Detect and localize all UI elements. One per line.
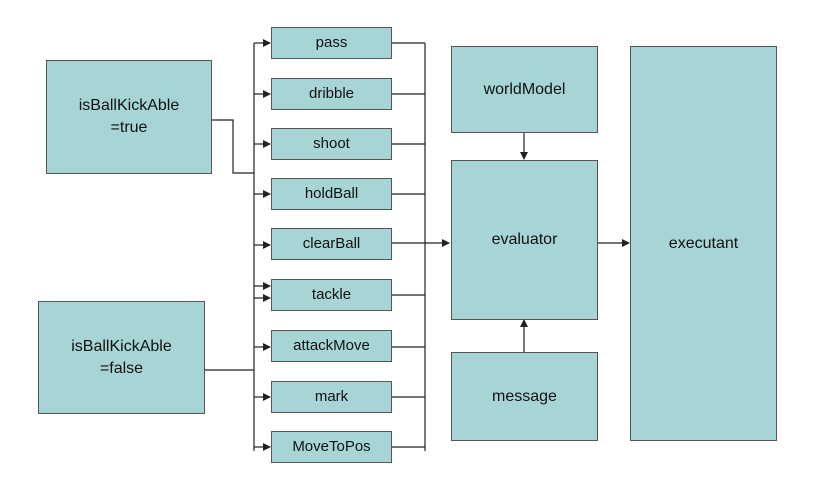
action-pass: pass bbox=[271, 27, 392, 59]
action-dribble: dribble bbox=[271, 78, 392, 110]
module-evaluator: evaluator bbox=[451, 160, 598, 320]
module-message: message bbox=[451, 352, 598, 441]
condition-kickable-true: isBallKickAble =true bbox=[46, 60, 212, 174]
action-tackle: tackle bbox=[271, 279, 392, 311]
module-worldmodel: worldModel bbox=[451, 46, 598, 133]
action-shoot: shoot bbox=[271, 128, 392, 160]
module-executant: executant bbox=[630, 46, 777, 441]
condition-kickable-false: isBallKickAble =false bbox=[38, 301, 205, 414]
action-movetopos: MoveToPos bbox=[271, 431, 392, 463]
action-mark: mark bbox=[271, 381, 392, 413]
action-holdball: holdBall bbox=[271, 178, 392, 210]
action-attackmove: attackMove bbox=[271, 330, 392, 362]
true-condition-connector bbox=[212, 119, 254, 174]
action-clearball: clearBall bbox=[271, 228, 392, 260]
